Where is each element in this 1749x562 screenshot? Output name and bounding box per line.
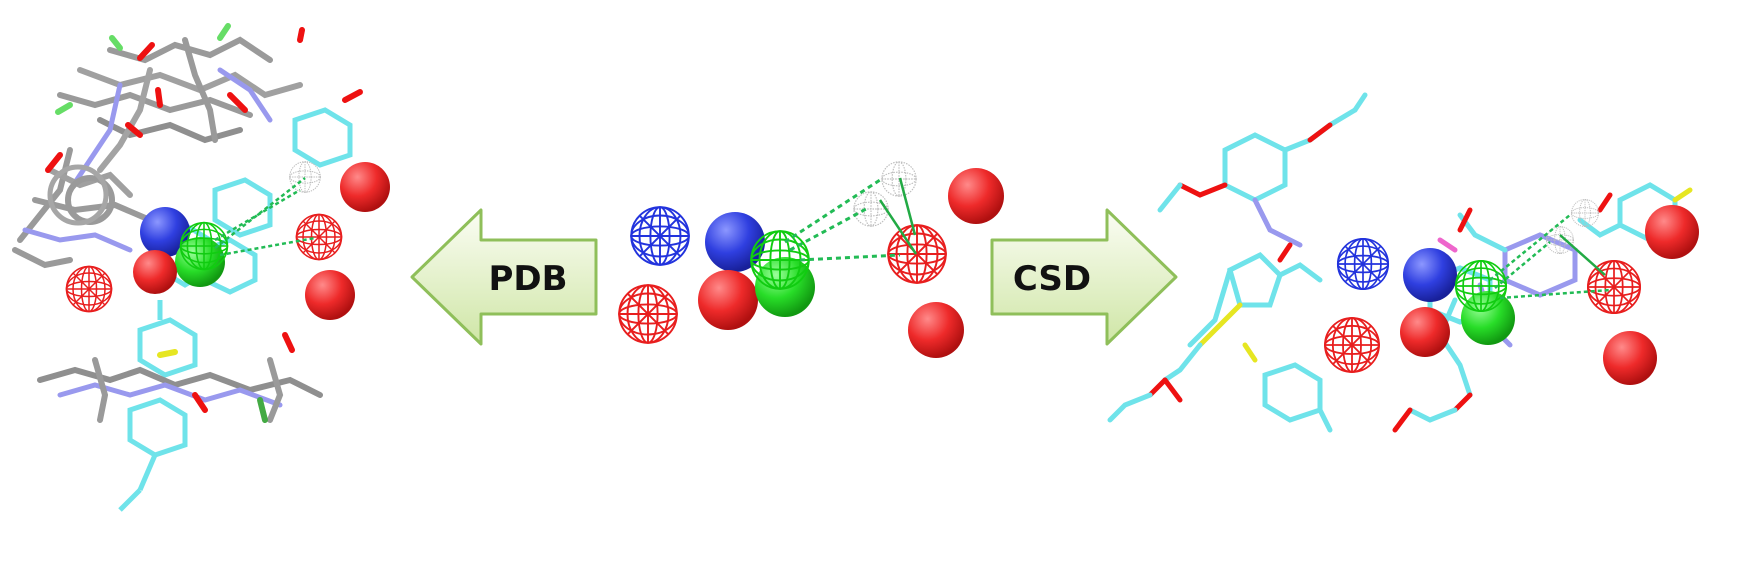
pharmacophore-query bbox=[618, 161, 1004, 358]
pdb-ligand-sticks-bottom bbox=[37, 332, 323, 423]
csd-pharmacophore-features bbox=[1324, 199, 1699, 385]
csd-red-mesh-sphere-1 bbox=[1324, 317, 1380, 373]
pdb-arrow-label: PDB bbox=[488, 259, 567, 299]
csd-green-mesh-sphere bbox=[1454, 259, 1508, 313]
csd-hbond-dashes bbox=[1489, 214, 1611, 300]
pdb-aligned-ligands bbox=[12, 23, 390, 512]
query-red-mesh-sphere-right bbox=[887, 224, 947, 284]
csd-red-sphere-1 bbox=[1400, 307, 1450, 357]
pdb-red-mesh-1 bbox=[295, 213, 343, 261]
csd-arrow: CSD bbox=[990, 208, 1178, 346]
query-red-sphere-center bbox=[698, 270, 758, 330]
csd-red-sphere-3 bbox=[1603, 331, 1657, 385]
csd-arrow-label: CSD bbox=[1013, 259, 1091, 299]
csd-blue-sphere bbox=[1403, 248, 1457, 302]
pdb-red-sphere-1 bbox=[340, 162, 390, 212]
csd-red-mesh-sphere-2 bbox=[1587, 260, 1641, 314]
pdb-pharmacophore-features bbox=[65, 161, 390, 320]
csd-red-sphere-2 bbox=[1645, 205, 1699, 259]
pdb-red-sphere-3 bbox=[305, 270, 355, 320]
query-blue-mesh-sphere bbox=[630, 206, 690, 266]
query-solid-bonds bbox=[878, 177, 918, 255]
pdb-green-mesh bbox=[179, 221, 229, 271]
pdb-arrow: PDB bbox=[410, 208, 598, 346]
query-red-sphere-top-right bbox=[948, 168, 1004, 224]
pdb-heteroatoms-top bbox=[45, 23, 363, 173]
csd-blue-mesh-sphere bbox=[1336, 237, 1390, 291]
csd-aligned-molecules bbox=[1107, 92, 1699, 433]
pdb-red-mesh-2 bbox=[65, 265, 113, 313]
query-blue-sphere bbox=[705, 212, 765, 272]
query-red-mesh-sphere-left bbox=[618, 284, 678, 344]
query-white-mesh-sphere-2 bbox=[853, 191, 889, 227]
pdb-blue-sphere bbox=[140, 207, 190, 257]
query-hbond-dashes bbox=[784, 178, 901, 262]
pdb-hbond-dashes bbox=[214, 177, 316, 257]
pdb-red-sphere-2 bbox=[133, 250, 177, 294]
csd-solid-bond bbox=[1559, 234, 1606, 276]
pdb-arrow-shape bbox=[410, 208, 598, 346]
csd-arrow-shape bbox=[990, 208, 1178, 346]
query-red-sphere-bottom-right bbox=[908, 302, 964, 358]
